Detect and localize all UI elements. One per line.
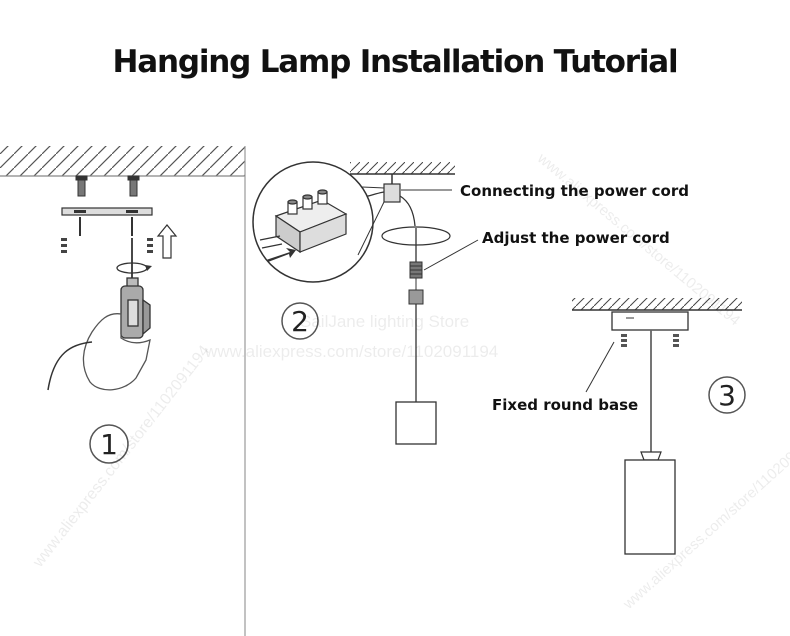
ceiling-hatch <box>0 146 245 176</box>
round-base-canopy <box>611 311 689 331</box>
ceiling-hatch-3 <box>572 298 742 310</box>
base-screw-right <box>673 334 679 347</box>
label-connecting-power-cord: Connecting the power cord <box>460 182 689 200</box>
step-3-panel: Fixed round base 3 <box>492 298 746 555</box>
up-arrow-icon <box>156 224 178 259</box>
step-1-number: 1 <box>100 428 118 461</box>
step-3-number: 3 <box>718 379 736 412</box>
hand-outline <box>82 313 151 391</box>
nut-stack-left <box>61 238 67 253</box>
wall-anchor-left <box>75 175 88 197</box>
mounting-bracket <box>61 207 153 216</box>
step-2-number: 2 <box>291 305 309 338</box>
step-2-badge <box>281 302 319 340</box>
label-fixed-round-base: Fixed round base <box>492 396 638 414</box>
base-screw-left <box>621 334 627 347</box>
cord-adjuster <box>408 261 424 305</box>
step-3-badge <box>708 376 746 414</box>
pendant-lamp-small <box>395 401 437 445</box>
power-cable <box>47 341 93 391</box>
step-1-badge <box>89 424 129 464</box>
ceiling-hatch-2 <box>350 162 455 174</box>
ceiling-terminal <box>383 183 401 203</box>
terminal-block-icon <box>274 189 348 254</box>
label-adjust-power-cord: Adjust the power cord <box>482 229 670 247</box>
drill-icon <box>120 238 151 339</box>
step-1-panel: 1 <box>0 146 246 636</box>
page-title: Hanging Lamp Installation Tutorial <box>112 44 679 80</box>
nut-stack-right <box>147 238 153 253</box>
step-2-panel: Connecting the power cord Adjust the pow… <box>252 161 689 445</box>
pendant-lamp-large <box>624 459 676 555</box>
insert-arrow-icon <box>266 248 296 262</box>
wall-anchor-right <box>127 175 140 197</box>
